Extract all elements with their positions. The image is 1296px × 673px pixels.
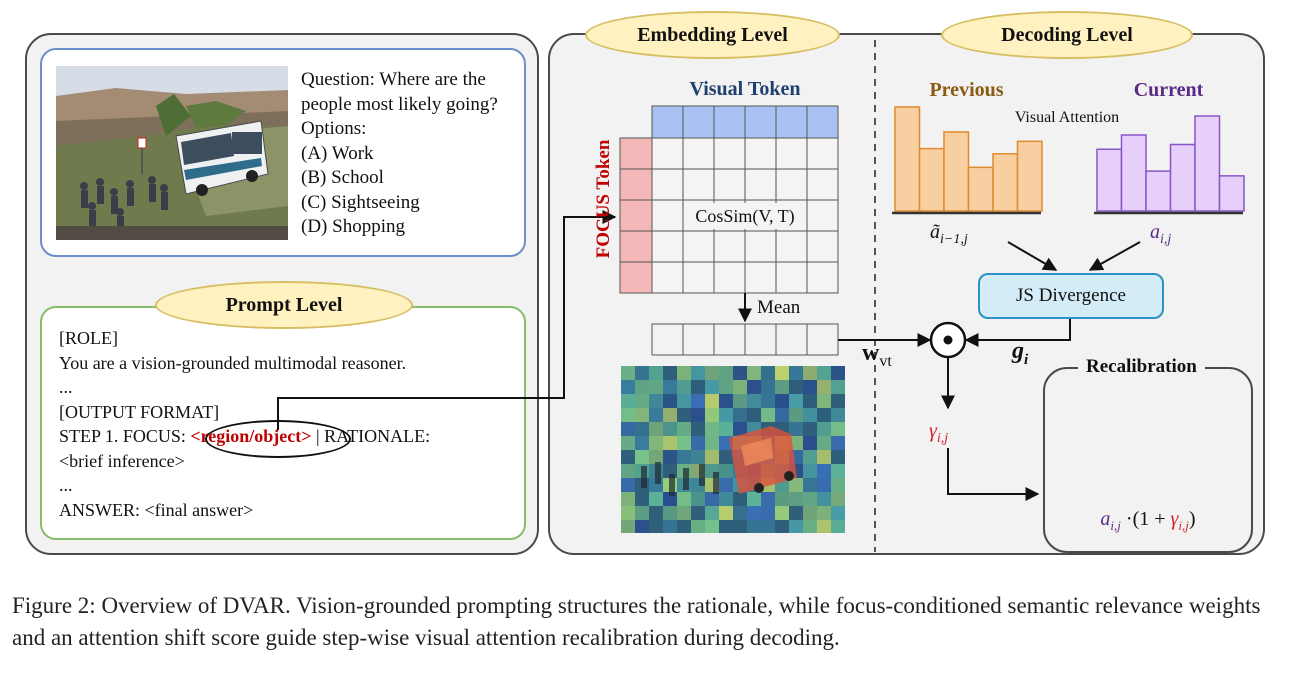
prompt-level-title: Prompt Level [225, 293, 343, 316]
recal-end: ) [1188, 508, 1196, 530]
recalibration-box [1043, 367, 1253, 553]
recal-formula: ai,j ·(1 + γi,j) [1043, 508, 1253, 534]
ellipsis-1: ... [59, 377, 73, 397]
focus-token-column [620, 138, 652, 293]
option-d: (D) Shopping [301, 216, 405, 237]
mean-vector [651, 323, 839, 356]
embedding-level-oval: Embedding Level [585, 11, 840, 59]
recalibration-title: Recalibration [1078, 356, 1205, 378]
gamma-subscript: i,j [936, 431, 949, 446]
previous-label: Previous [929, 79, 1004, 101]
g-subscript: i [1024, 351, 1029, 368]
gamma-symbol: γ [929, 420, 937, 442]
visual-attention-label: Visual Attention [1014, 109, 1120, 126]
answer-line: ANSWER: <final answer> [59, 499, 254, 520]
curr-subscript: i,j [1160, 232, 1172, 247]
recal-gamma-sub: i,j [1178, 518, 1189, 533]
previous-bar-5 [992, 153, 1019, 212]
question-line-1: Question: Where are the [301, 69, 486, 90]
current-bar-3 [1145, 170, 1172, 212]
cossim-label: CosSim(V, T) [695, 206, 795, 226]
prev-symbol: ã [930, 221, 940, 243]
output-format-tag: [OUTPUT FORMAT] [59, 401, 220, 422]
recal-mid: ·(1 + [1120, 508, 1171, 530]
option-b: (B) School [301, 167, 384, 188]
previous-bar-1 [894, 106, 921, 212]
current-label: Current [1133, 79, 1204, 101]
recal-a: a [1100, 508, 1111, 530]
current-bar-1 [1096, 148, 1123, 212]
visual-token-label: Visual Token [689, 78, 801, 100]
current-bar-5 [1194, 115, 1221, 212]
step-prefix: STEP 1. FOCUS: [59, 426, 191, 446]
prev-subscript: i−1,j [940, 232, 968, 247]
js-divergence-label: JS Divergence [1016, 285, 1126, 306]
ellipsis-2: ... [59, 475, 73, 495]
mean-label: Mean [757, 297, 801, 318]
role-text: You are a vision-grounded multimodal rea… [59, 352, 407, 373]
js-divergence-box: JS Divergence [978, 273, 1164, 319]
question-line-2: people most likely going? [301, 93, 498, 115]
bus-photo-illustration [56, 66, 288, 240]
w-vt-symbol: w [862, 340, 880, 366]
embedding-level-title: Embedding Level [637, 23, 788, 46]
bus-photo [56, 66, 288, 240]
recal-gamma: γ [1170, 508, 1179, 530]
g-arrow [964, 319, 1071, 347]
attention-heatmap [621, 366, 845, 533]
current-bar-2 [1120, 134, 1147, 212]
prompt-level-oval: Prompt Level [155, 281, 413, 329]
option-a: (A) Work [301, 142, 374, 164]
figure-diagram: Question: Where are the people most like… [25, 11, 1265, 555]
heatmap-illustration [621, 366, 845, 533]
previous-to-js-arrow [1007, 241, 1058, 271]
recal-a-sub: i,j [1110, 518, 1121, 533]
question-text: Question: Where are the people most like… [301, 68, 498, 240]
option-c: (C) Sightseeing [301, 191, 420, 213]
curr-symbol: a [1150, 221, 1160, 243]
focus-token-label: FOCUS Token [593, 139, 614, 259]
curr-attention-symbol: ai,j [1150, 221, 1171, 248]
current-bar-4 [1169, 143, 1196, 212]
w-vt-subscript: vt [879, 352, 892, 370]
previous-bar-3 [943, 131, 970, 212]
current-to-js-arrow [1088, 241, 1141, 271]
previous-bar-4 [967, 166, 994, 212]
diagram-overlay [277, 40, 1245, 552]
prompt-text: [ROLE] You are a vision-grounded multimo… [59, 326, 430, 522]
similarity-grid [619, 105, 839, 294]
decoding-level-title: Decoding Level [1001, 23, 1133, 46]
previous-bar-2 [918, 147, 945, 212]
decoding-level-oval: Decoding Level [941, 11, 1193, 59]
g-symbol: g [1012, 338, 1024, 364]
focus-to-grid-arrow [277, 210, 617, 430]
gamma-label: γi,j [929, 420, 948, 447]
prev-attention-symbol: ãi−1,j [930, 221, 968, 248]
w-vt-label: wvt [862, 340, 892, 371]
previous-attention-bars [894, 106, 1043, 212]
current-bar-6 [1218, 175, 1245, 212]
options-label: Options: [301, 118, 367, 139]
role-tag: [ROLE] [59, 328, 118, 348]
current-attention-bars [1096, 115, 1245, 212]
brief-inference: <brief inference> [59, 450, 185, 471]
g-label: gi [1012, 338, 1028, 369]
gamma-to-recal-arrow [947, 448, 1040, 501]
previous-bar-6 [1016, 140, 1043, 212]
figure-caption: Figure 2: Overview of DVAR. Vision-groun… [12, 593, 1261, 650]
